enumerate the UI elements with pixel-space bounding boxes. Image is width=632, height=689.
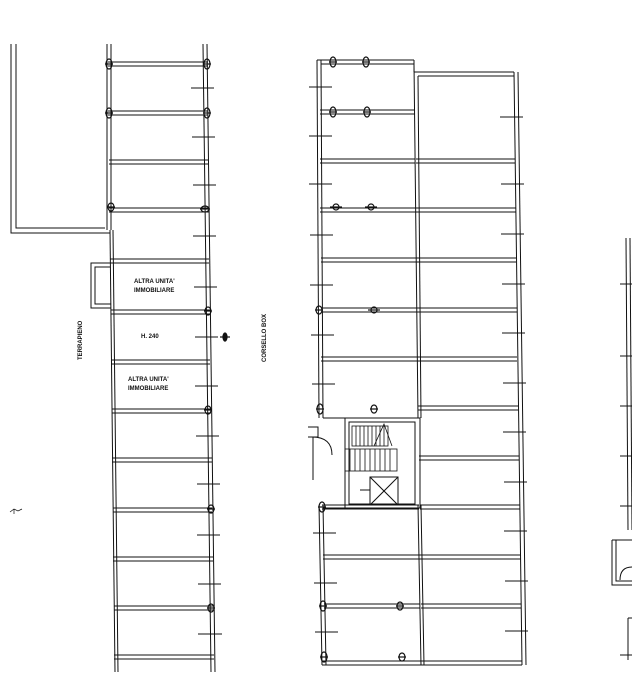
corsello-box-label: CORSELLO BOX: [262, 314, 268, 362]
right-partial-block: [611, 237, 632, 660]
left-column-ticks: [191, 87, 222, 635]
middle-left-partitions: [320, 109, 420, 609]
middle-block-pillars: [315, 56, 406, 663]
altra-unita-label-1-line1: ALTRA UNITA': [134, 279, 175, 285]
terrapieno-label: TERRAPIENO: [78, 320, 84, 360]
middle-box-block: [309, 56, 528, 666]
middle-left-ticks: [309, 86, 338, 633]
left-column-partitions: [108, 61, 214, 660]
terrapieno-boundary: [10, 44, 110, 234]
middle-right-partitions: [416, 158, 521, 609]
altra-unita-label-2-line2: IMMOBILIARE: [128, 386, 168, 392]
middle-right-ticks: [500, 116, 528, 632]
left-column-pillars: [105, 58, 215, 613]
stair-lift-core: [308, 417, 421, 509]
lift-shaft: [369, 476, 399, 506]
altra-unita-label-2-line1: ALTRA UNITA': [128, 377, 169, 383]
corridor-pillar-symbol: [220, 332, 230, 342]
height-label: H. 240: [141, 334, 159, 340]
left-box-column: [90, 43, 222, 673]
altra-unita-label-1-line2: IMMOBILIARE: [134, 288, 174, 294]
compass-mark: [9, 508, 23, 514]
staircase: [344, 422, 398, 472]
